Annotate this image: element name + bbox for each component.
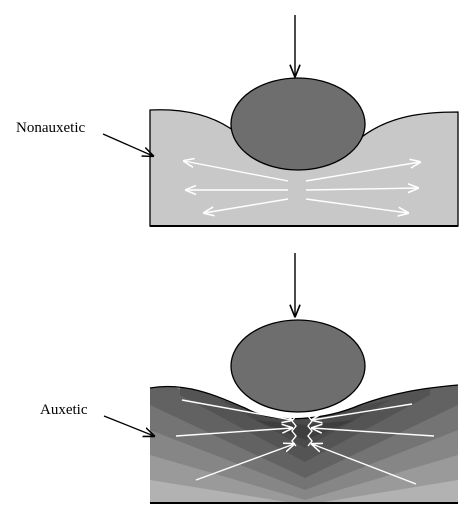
- nonauxetic-panel: Nonauxetic: [16, 15, 459, 227]
- auxetic-pointer-arrow: [103, 415, 154, 436]
- inward-flow-arrows: [175, 399, 435, 485]
- indenter-ball: [230, 77, 366, 171]
- nonauxetic-label: Nonauxetic: [16, 120, 85, 136]
- nonauxetic-pointer-arrow: [102, 133, 153, 156]
- auxetic-label: Auxetic: [40, 402, 88, 418]
- outward-flow-arrows: [184, 161, 420, 213]
- compression-zigzag: [291, 415, 313, 447]
- auxetic-surface-outline: [149, 384, 459, 420]
- auxetic-panel: Auxetic: [40, 253, 459, 504]
- indenter-ball: [230, 319, 366, 413]
